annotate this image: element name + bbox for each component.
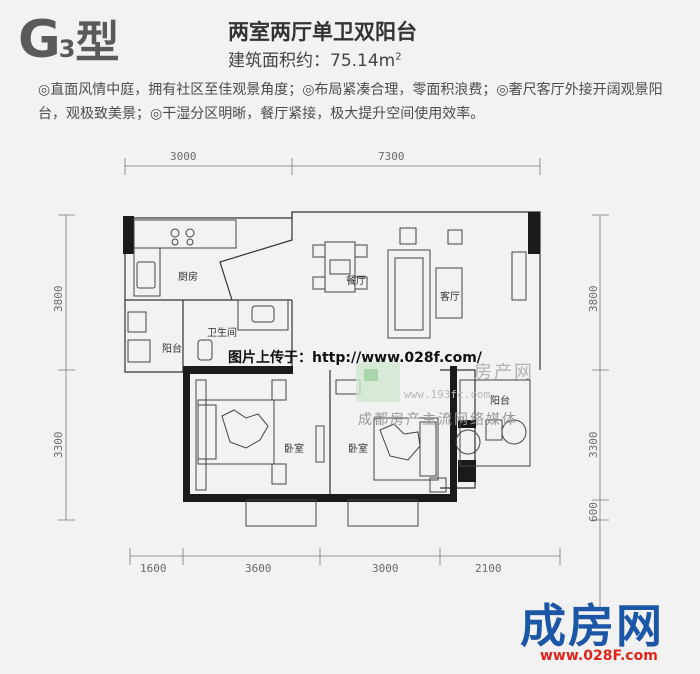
watermark-tagline: 成都房产主流网络媒体 — [358, 412, 518, 428]
plan-number: 3 — [58, 35, 76, 63]
dim-bottom-3: 3000 — [372, 562, 399, 575]
plan-description: ◎直面风情中庭，拥有社区至佳观景角度；◎布局紧凑合理，零面积浪费；◎奢尺客厅外接… — [38, 82, 663, 122]
room-label-dining: 餐厅 — [346, 274, 366, 287]
room-label-balcony-left: 阳台 — [162, 342, 182, 355]
room-label-kitchen: 厨房 — [178, 270, 198, 283]
area-label: 建筑面积约：75.14m2 — [228, 46, 402, 71]
plan-suffix: 型 — [75, 17, 120, 68]
area-superscript: 2 — [395, 51, 402, 63]
dim-right-2: 3300 — [587, 432, 600, 459]
room-label-living: 客厅 — [440, 290, 460, 303]
dim-top-1: 3000 — [170, 150, 197, 163]
dim-left-1: 3800 — [52, 286, 65, 313]
dim-bottom-4: 2100 — [475, 562, 502, 575]
room-label-bathroom: 卫生间 — [207, 326, 237, 339]
dim-left-2: 3300 — [52, 432, 65, 459]
balcony-furniture — [455, 379, 531, 467]
dim-right-1: 3800 — [587, 286, 600, 313]
logo: 成房网 — [520, 599, 664, 653]
room-label-balcony-right: 阳台 — [490, 394, 510, 407]
dim-bottom-1: 1600 — [140, 562, 167, 575]
main-bedroom-furniture — [195, 379, 325, 527]
plan-type-badge: G3型 — [18, 6, 119, 70]
kitchen-fixtures — [127, 219, 237, 363]
bathroom-fixtures — [197, 299, 289, 361]
dim-bottom-2: 3600 — [245, 562, 272, 575]
living-set — [387, 227, 527, 339]
page-title: 两室两厅单卫双阳台 — [228, 20, 417, 44]
watermark-url: www.193fc.com — [404, 388, 490, 401]
dimension-lines — [58, 158, 609, 610]
area-text: 建筑面积约：75.14m — [228, 51, 396, 71]
logo-url: www.028F.com — [540, 648, 658, 664]
watermark-emblem — [356, 362, 400, 402]
exterior-walls — [123, 212, 540, 502]
room-label-bedroom-main: 卧室 — [284, 442, 304, 455]
dim-top-2: 7300 — [378, 150, 405, 163]
dim-right-3: 600 — [587, 502, 600, 522]
dining-set — [312, 241, 368, 293]
plan-letter: G — [18, 10, 61, 70]
watermark-site: 房产网 — [474, 362, 534, 383]
room-label-bedroom-second: 卧室 — [348, 442, 368, 455]
watermark-upload: 图片上传于：http://www.028f.com/ — [228, 349, 483, 366]
